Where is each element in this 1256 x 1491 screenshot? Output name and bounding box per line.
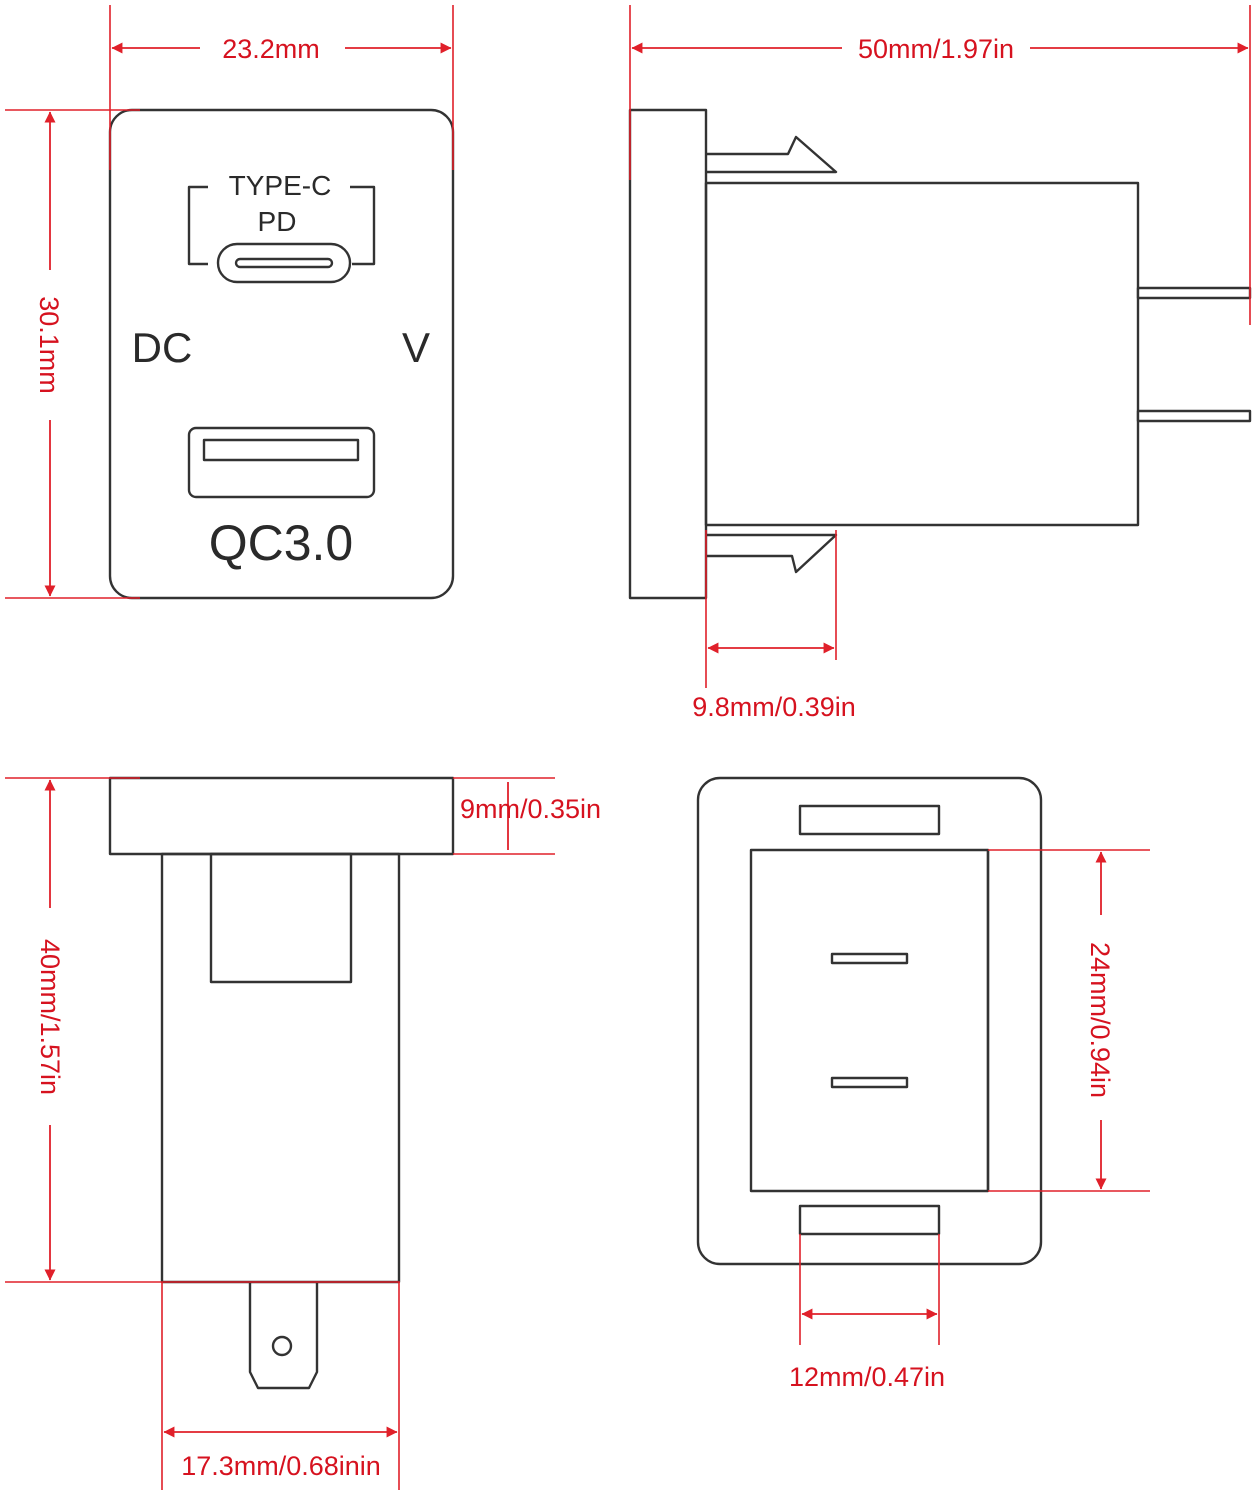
rear-view: 24mm/0.94in 12mm/0.47in [696, 776, 1150, 1392]
front-view: TYPE-C PD DC V QC3.0 23.2mm 30.1mm [5, 5, 455, 600]
body-width-label: 17.3mm/0.68inin [181, 1451, 381, 1481]
spade-terminal [248, 1282, 319, 1390]
rear-bottom-tab [798, 1204, 941, 1236]
type-c-bracket-right [350, 185, 376, 266]
side-length-label: 50mm/1.97in [858, 34, 1014, 64]
top-view: 9mm/0.35in 40mm/1.57in 17.3mm/0.68inin [5, 776, 601, 1490]
rear-height-label: 24mm/0.94in [1085, 942, 1115, 1098]
v-label: V [402, 324, 430, 371]
side-pin-top [1136, 286, 1252, 300]
rear-body [749, 848, 990, 1193]
qc3-label: QC3.0 [209, 515, 354, 571]
type-c-label: TYPE-C [229, 170, 332, 201]
rear-pin-slot-bottom [830, 1076, 909, 1089]
side-clip-top [706, 135, 838, 174]
front-panel-outline [108, 108, 455, 600]
rear-frame [696, 776, 1043, 1266]
spade-terminal-hole [271, 1335, 293, 1357]
flange-thickness-label: 9mm/0.35in [460, 794, 601, 824]
dc-label: DC [132, 324, 193, 371]
top-flange [108, 776, 455, 856]
rear-pin-slot-top [830, 952, 909, 965]
body-length-label: 40mm/1.57in [35, 939, 65, 1095]
side-view: 50mm/1.97in 9.8mm/0.39in [628, 5, 1252, 722]
top-body [160, 852, 401, 1284]
type-c-port-icon [216, 242, 352, 284]
clip-depth-label: 9.8mm/0.39in [692, 692, 856, 722]
rear-top-tab [798, 804, 941, 836]
top-clip-window [209, 852, 353, 984]
side-clip-bottom [706, 533, 838, 574]
usb-a-port-slot [202, 438, 360, 462]
tab-width-label: 12mm/0.47in [789, 1362, 945, 1392]
side-flange [628, 108, 708, 600]
type-c-port-slot [234, 257, 334, 269]
type-c-bracket-left [187, 185, 208, 266]
side-body [704, 181, 1140, 527]
front-width-label: 23.2mm [222, 34, 320, 64]
usb-a-port-icon [187, 426, 376, 499]
side-pin-bottom [1136, 409, 1252, 423]
pd-label: PD [258, 206, 297, 237]
front-height-label: 30.1mm [34, 296, 64, 394]
